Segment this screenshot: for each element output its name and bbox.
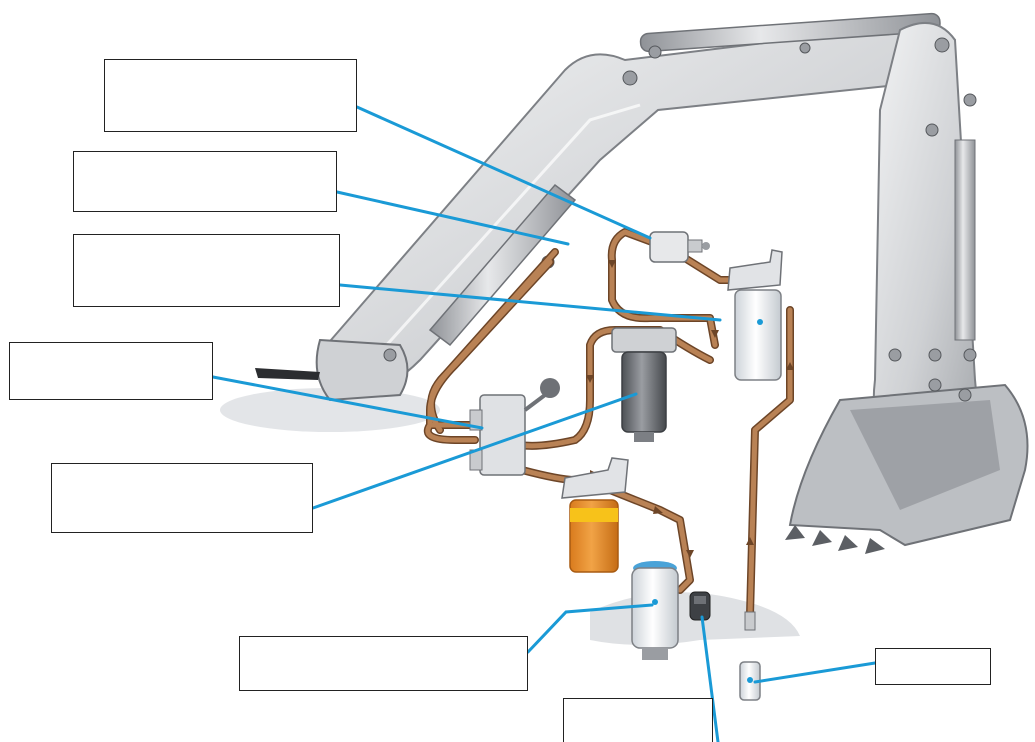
hydraulic-valve-icon bbox=[649, 231, 710, 263]
hydraulic-filter-icon bbox=[631, 561, 679, 660]
hydraulic-pump-icon bbox=[689, 591, 711, 621]
leader-line-7 bbox=[700, 615, 720, 742]
hydraulic-filter-icon bbox=[727, 249, 783, 381]
leader-line-8 bbox=[753, 661, 877, 684]
label-box-7[interactable] bbox=[563, 698, 713, 742]
label-box-8[interactable] bbox=[875, 648, 991, 685]
leader-lines bbox=[211, 105, 877, 742]
label-box-2[interactable] bbox=[73, 151, 337, 212]
label-box-6[interactable] bbox=[239, 636, 528, 691]
leader-line-3 bbox=[338, 283, 722, 322]
leader-line-5 bbox=[311, 392, 638, 510]
leader-line-6 bbox=[526, 603, 654, 654]
leader-line-4 bbox=[211, 375, 484, 430]
hydraulic-filter-icon bbox=[561, 457, 629, 573]
bucket-teeth bbox=[785, 525, 885, 554]
hydraulic-filter-icon bbox=[611, 327, 677, 442]
leader-line-1 bbox=[355, 105, 652, 240]
excavator-arm-illustration bbox=[255, 12, 1029, 554]
leader-line-2 bbox=[335, 190, 570, 246]
label-box-3[interactable] bbox=[73, 234, 340, 307]
label-box-4[interactable] bbox=[9, 342, 213, 400]
label-box-5[interactable] bbox=[51, 463, 313, 533]
label-box-1[interactable] bbox=[104, 59, 357, 132]
